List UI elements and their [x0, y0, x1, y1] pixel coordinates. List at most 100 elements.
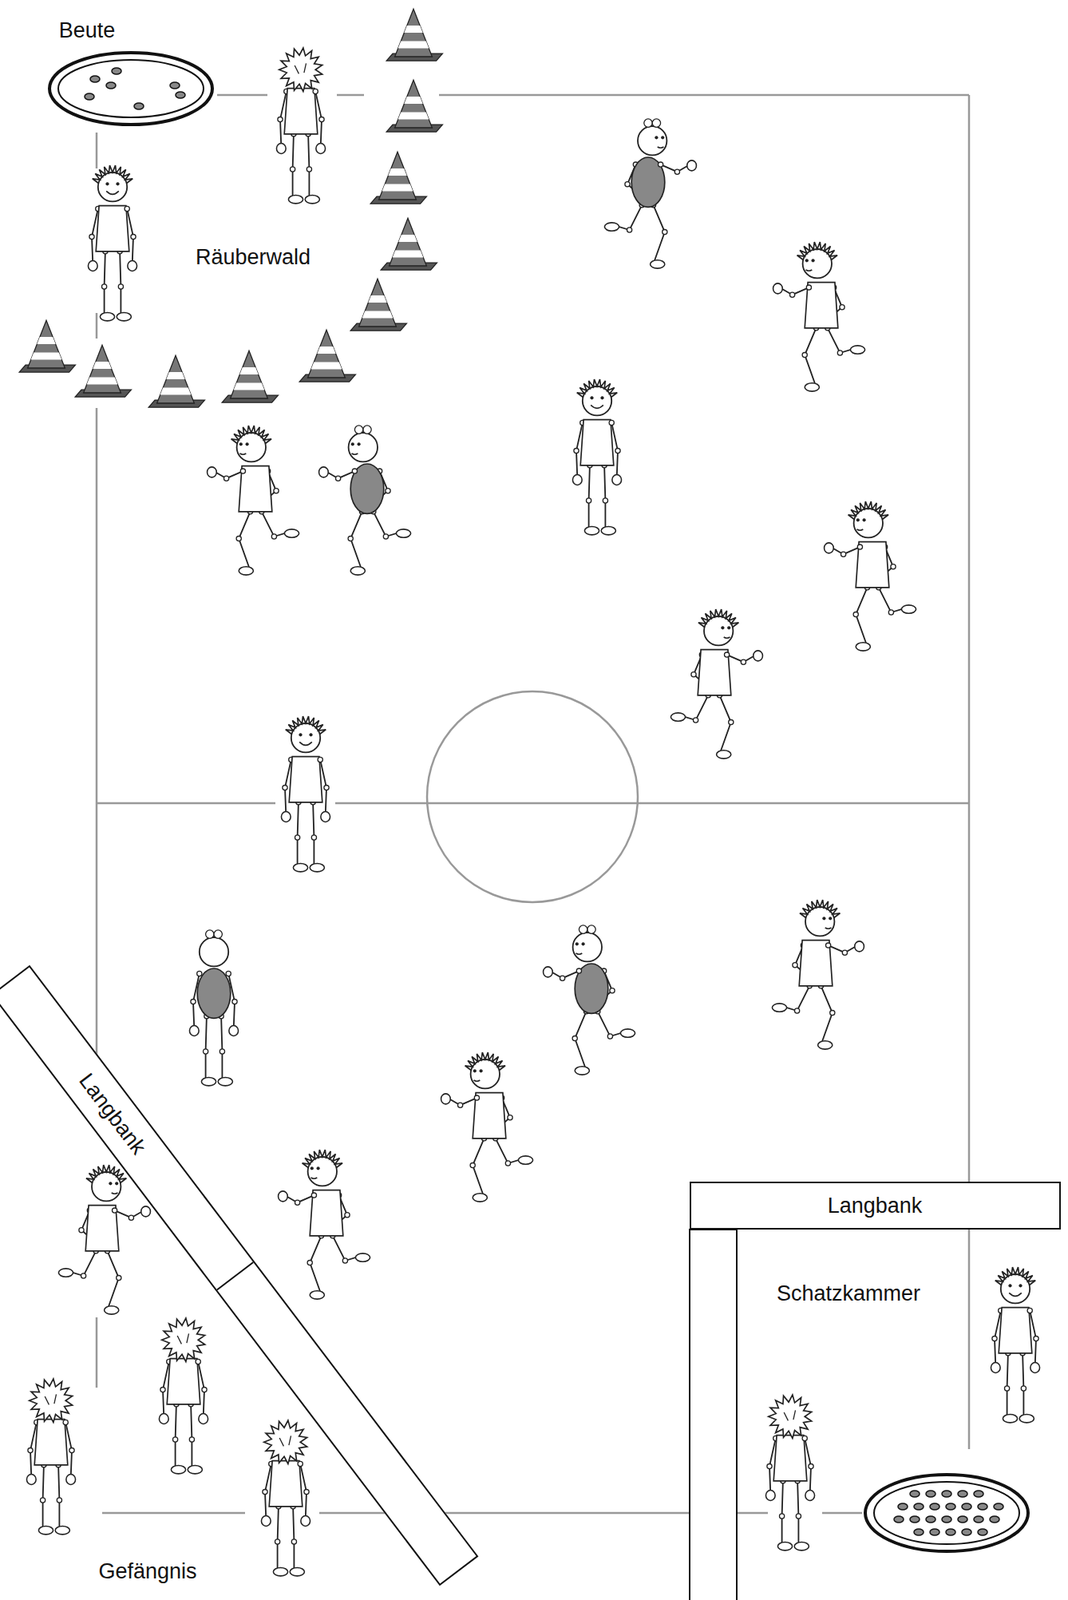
- joint: [853, 611, 859, 617]
- joint: [172, 1436, 178, 1442]
- mouth: [240, 453, 247, 455]
- joint: [457, 1102, 463, 1108]
- limb: [1007, 1352, 1009, 1416]
- cone-stripe: [382, 184, 414, 192]
- hand: [765, 1490, 776, 1501]
- stone: [973, 1515, 984, 1523]
- cone-body: [230, 350, 269, 399]
- stone: [909, 1490, 920, 1497]
- foot: [350, 566, 365, 575]
- eye: [727, 625, 731, 629]
- hair: [799, 899, 840, 918]
- joint: [232, 998, 238, 1004]
- joint: [306, 166, 312, 172]
- child-figure: [261, 1420, 310, 1576]
- joint: [837, 350, 843, 356]
- joint: [118, 284, 123, 289]
- joint: [190, 998, 196, 1004]
- eye: [115, 181, 119, 186]
- joint: [294, 834, 300, 840]
- child-figure: [319, 425, 412, 575]
- joint: [857, 544, 863, 550]
- cone: [19, 320, 76, 372]
- stone: [913, 1503, 924, 1510]
- joint: [69, 1447, 75, 1452]
- joint: [723, 652, 729, 657]
- joint: [794, 1008, 800, 1013]
- hand: [261, 1515, 271, 1527]
- hand: [276, 143, 286, 155]
- bow: [587, 925, 596, 934]
- stone: [134, 102, 144, 110]
- joint: [602, 498, 608, 503]
- shirt: [472, 1092, 507, 1139]
- cone: [75, 344, 131, 397]
- bench: [689, 1229, 737, 1600]
- foot: [355, 1253, 370, 1262]
- shirt: [697, 649, 732, 696]
- joint: [201, 1386, 207, 1392]
- foot: [777, 1542, 792, 1551]
- stone: [977, 1528, 988, 1535]
- mouth: [806, 269, 813, 271]
- hair-strand: [44, 1393, 56, 1405]
- hand: [278, 1190, 289, 1202]
- joint: [219, 1048, 225, 1054]
- child-figure: [158, 1317, 208, 1474]
- child-figure: [990, 1266, 1040, 1423]
- hand: [127, 261, 138, 272]
- hand: [1030, 1362, 1041, 1373]
- foot: [670, 712, 685, 721]
- cone-stripe: [311, 362, 343, 370]
- joint: [116, 1274, 122, 1280]
- hair: [86, 1164, 127, 1183]
- cone-stripe: [92, 361, 111, 369]
- bow: [363, 425, 372, 434]
- foot: [99, 312, 115, 321]
- shirt: [804, 282, 839, 329]
- foot: [574, 1066, 590, 1075]
- joint: [1004, 1385, 1009, 1391]
- hand: [316, 143, 326, 155]
- limb: [119, 251, 121, 314]
- child-figure: [765, 1394, 815, 1551]
- foot: [901, 605, 916, 614]
- hand: [280, 811, 291, 823]
- joint: [792, 962, 798, 968]
- hand: [572, 474, 582, 486]
- joint: [352, 468, 357, 474]
- bench-label: Langbank: [827, 1193, 923, 1219]
- cone-stripe: [403, 25, 423, 33]
- cone-body: [379, 151, 417, 200]
- child-figure: [276, 47, 325, 204]
- mouth: [723, 636, 731, 638]
- child-figure: [543, 925, 636, 1075]
- eye: [575, 941, 579, 946]
- foot: [855, 642, 871, 651]
- stone: [925, 1490, 936, 1497]
- hair: [768, 1394, 812, 1438]
- joint: [692, 717, 698, 723]
- cone-stripe: [392, 250, 424, 258]
- stone: [993, 1503, 1004, 1510]
- joint: [304, 1488, 309, 1494]
- stone: [90, 75, 100, 83]
- joint: [130, 233, 136, 239]
- joint: [383, 534, 388, 539]
- limb: [175, 1404, 177, 1467]
- joint: [101, 284, 107, 289]
- head: [637, 126, 667, 155]
- eye: [581, 941, 586, 946]
- cone: [148, 355, 205, 408]
- joint: [609, 419, 614, 425]
- head: [348, 432, 378, 462]
- field-line: [968, 1229, 971, 1449]
- field-line: [319, 1511, 690, 1515]
- eye: [479, 1068, 483, 1072]
- shirt: [85, 1205, 119, 1251]
- cone-body: [395, 79, 433, 128]
- joint: [1027, 1307, 1033, 1313]
- eye: [308, 732, 313, 736]
- hair: [995, 1266, 1036, 1285]
- field-line: [95, 312, 99, 339]
